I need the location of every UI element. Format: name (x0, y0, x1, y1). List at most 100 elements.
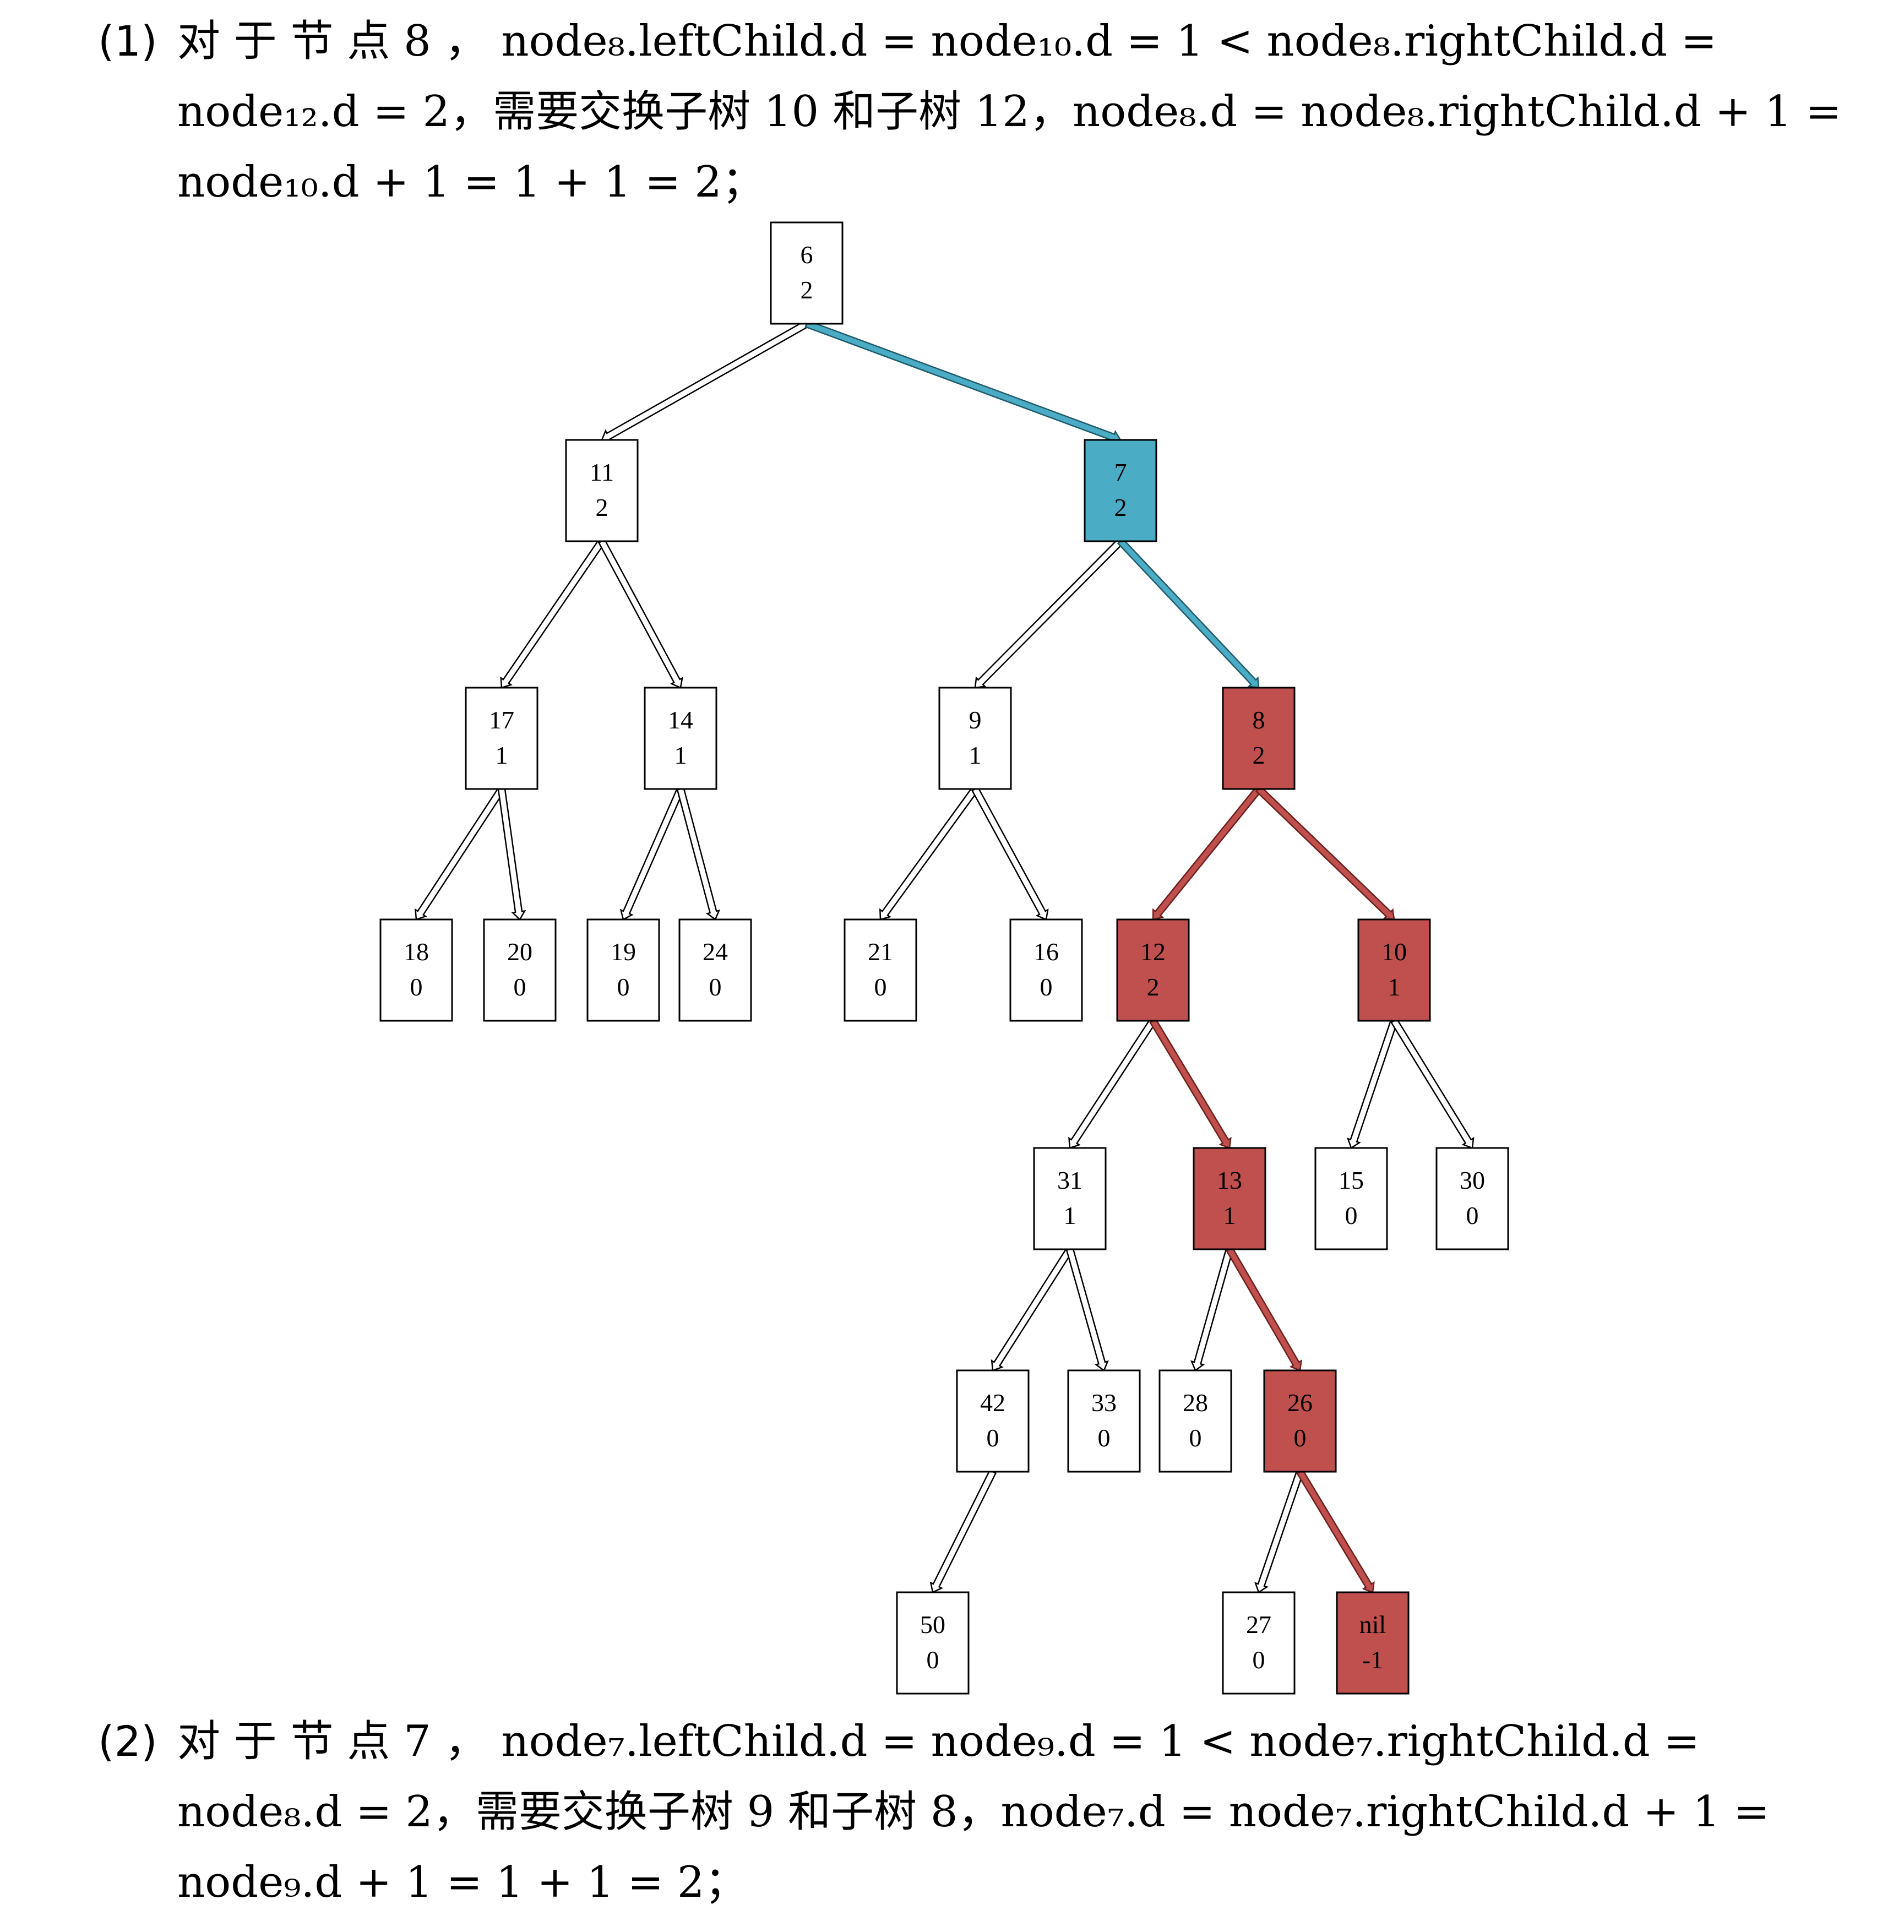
tree-node-dist: 0 (1098, 1424, 1111, 1452)
tree-edge-12-to-31 (1068, 1017, 1157, 1149)
tree-node-key: 24 (703, 938, 728, 966)
paragraph-1-line-2: node₁₂.d = 2，需要交换子树 10 和子树 12，node₈.d = … (177, 87, 1842, 137)
tree-node-dist: 0 (1294, 1424, 1307, 1452)
tree-node-box (379, 918, 453, 1022)
tree-edge-6-to-7 (804, 319, 1122, 444)
tree-edge-7-to-8 (1117, 538, 1260, 689)
tree-node-6: 62 (770, 221, 844, 325)
tree-node-dist: 1 (1388, 973, 1401, 1001)
tree-edge-17-to-18 (415, 786, 505, 921)
tree-node-key: 15 (1339, 1166, 1364, 1194)
paragraph-2-line-2: node₈.d = 2，需要交换子树 9 和子树 8，node₇.d = nod… (177, 1787, 1770, 1837)
tree-node-key: 50 (920, 1610, 945, 1639)
tree-node-26: 260 (1263, 1369, 1337, 1473)
tree-node-dist: 2 (801, 276, 813, 304)
tree-node-key: 31 (1057, 1166, 1082, 1194)
tree-edge-10-to-15 (1347, 1019, 1399, 1149)
tree-node-box (1314, 1147, 1388, 1250)
tree-edge-31-to-42 (991, 1247, 1074, 1372)
tree-node-box (1222, 687, 1296, 790)
tree-node-15: 150 (1314, 1147, 1388, 1250)
tree-edge-10-to-30 (1390, 1018, 1475, 1149)
tree-node-9: 91 (938, 687, 1012, 790)
tree-node-21: 210 (844, 918, 917, 1022)
tree-node-dist: -1 (1362, 1646, 1383, 1674)
tree-node-box (1009, 918, 1083, 1022)
tree-node-key: 17 (489, 706, 514, 734)
tree-node-8: 82 (1222, 687, 1296, 790)
tree-edge-14-to-19 (619, 786, 685, 921)
paragraph-2-line-1: 对 于 节 点 7 ， node₇.leftChild.d = node₉.d … (177, 1717, 1700, 1766)
tree-node-16: 160 (1009, 918, 1083, 1022)
tree-node-box (586, 918, 660, 1022)
tree-edge-9-to-21 (879, 786, 979, 921)
tree-edge-26-to-27 (1254, 1470, 1304, 1593)
tree-node-key: 19 (611, 938, 636, 966)
tree-node-dist: 0 (987, 1424, 999, 1452)
tree-edges (415, 319, 1475, 1593)
tree-node-dist: 0 (927, 1646, 939, 1674)
tree-node-dist: 1 (496, 741, 508, 769)
paragraph-2-line-3: node₉.d + 1 = 1 + 1 = 2； (177, 1858, 748, 1907)
tree-node-key: 11 (590, 458, 614, 486)
paragraph-2-tag: (2) (98, 1717, 157, 1766)
tree-node-dist: 1 (969, 741, 982, 769)
tree-node-key: 10 (1381, 938, 1407, 966)
tree-edge-8-to-12 (1152, 786, 1263, 921)
tree-node-dist: 0 (617, 973, 630, 1001)
tree-node-7: 72 (1084, 439, 1157, 542)
tree-edge-11-to-14 (598, 538, 683, 689)
tree-node-key: 9 (969, 706, 982, 734)
tree-node-box (1084, 439, 1157, 542)
tree-node-key: 14 (668, 706, 693, 734)
tree-node-box (1067, 1369, 1141, 1473)
tree-node-dist: 0 (1189, 1424, 1202, 1452)
tree-node-box (1435, 1147, 1509, 1250)
tree-node-12: 122 (1116, 918, 1190, 1022)
tree-node-11: 112 (565, 439, 639, 542)
tree-node-box (1222, 1591, 1296, 1695)
tree-node-box (565, 439, 639, 542)
tree-node-box (770, 221, 844, 325)
tree-node-key: 27 (1246, 1610, 1271, 1639)
tree-node-key: 8 (1253, 706, 1265, 734)
tree-node-box (644, 687, 717, 790)
tree-node-dist: 2 (596, 493, 608, 521)
tree-node-27: 270 (1222, 1591, 1296, 1695)
tree-node-box (956, 1369, 1030, 1473)
tree-node-14: 141 (644, 687, 717, 790)
tree-node-18: 180 (379, 918, 453, 1022)
tree-node-17: 171 (465, 687, 538, 790)
tree-edge-8-to-10 (1255, 785, 1395, 921)
tree-edge-6-to-11 (601, 320, 809, 443)
tree-node-dist: 2 (1114, 493, 1127, 521)
tree-node-dist: 2 (1147, 973, 1160, 1001)
tree-node-key: 26 (1287, 1389, 1313, 1417)
tree-node-key: 20 (507, 938, 532, 966)
tree-node-key: 21 (868, 938, 893, 966)
tree-edge-13-to-28 (1190, 1247, 1234, 1372)
tree-node-box (844, 918, 917, 1022)
tree-edge-26-to-nil (1296, 1469, 1375, 1593)
paragraph-1-line-3: node₁₀.d + 1 = 1 + 1 = 2； (177, 157, 765, 207)
tree-node-box (1158, 1369, 1232, 1473)
tree-edge-9-to-16 (971, 786, 1049, 921)
tree-edge-17-to-20 (497, 787, 526, 921)
tree-node-50: 500 (896, 1591, 970, 1695)
tree-node-box (678, 918, 752, 1022)
tree-node-dist: 0 (1040, 973, 1053, 1001)
tree-node-key: 30 (1460, 1166, 1485, 1194)
tree-node-box (1116, 918, 1190, 1022)
tree-node-33: 330 (1067, 1369, 1141, 1473)
tree-node-key: 13 (1217, 1166, 1242, 1194)
tree-node-28: 280 (1158, 1369, 1232, 1473)
tree-node-dist: 0 (514, 973, 526, 1001)
tree-node-dist: 0 (709, 973, 722, 1001)
tree-node-10: 101 (1357, 918, 1431, 1022)
tree-edge-31-to-33 (1065, 1247, 1109, 1372)
tree-node-20: 200 (483, 918, 557, 1022)
tree-edge-42-to-50 (929, 1469, 997, 1593)
tree-node-31: 311 (1033, 1147, 1107, 1250)
tree-node-box (1193, 1147, 1266, 1250)
